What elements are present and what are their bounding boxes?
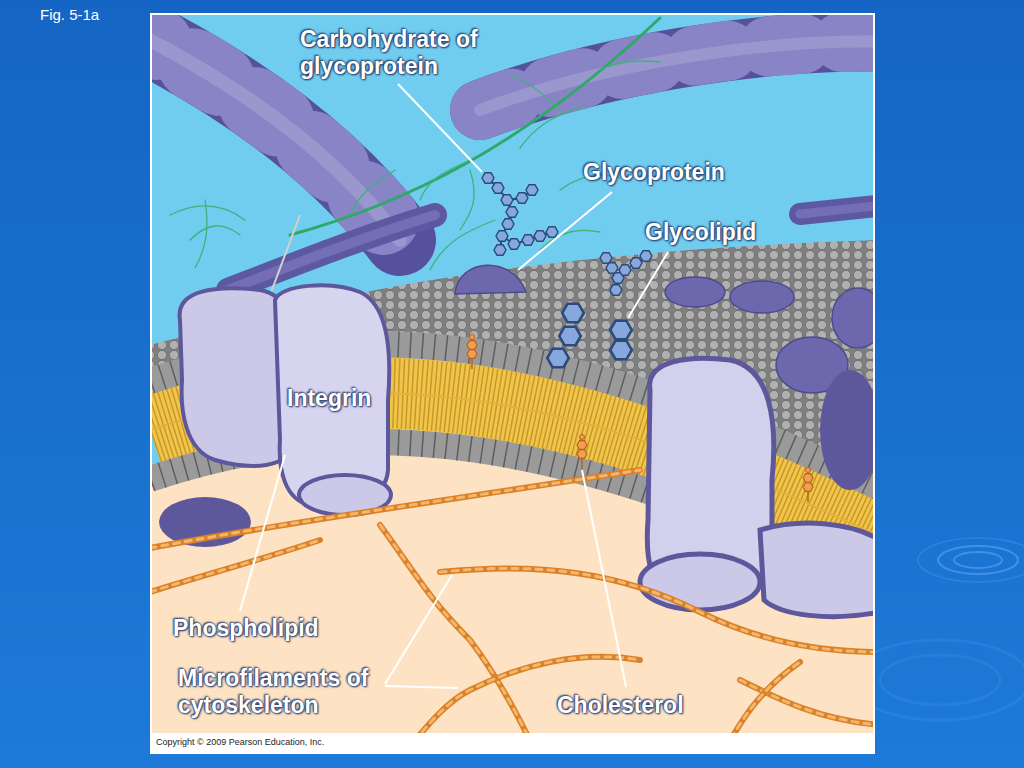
transmembrane-protein [640,358,873,616]
leader-line [518,192,612,270]
green-fiber [510,75,560,110]
carbohydrate-chain [502,219,514,229]
green-fiber [420,160,470,200]
green-fiber [350,170,395,215]
green-fiber [600,61,660,70]
cholesterol-molecule [803,468,813,503]
figure-number: Fig. 5-1a [40,6,99,24]
carbohydrate-chain [522,235,534,245]
callout-label: Integrin [287,385,371,412]
green-fiber [195,200,207,268]
microfilament [152,470,873,733]
microfilament [152,470,640,548]
glycolipid-chain [610,341,632,360]
matrix-fiber [480,42,873,110]
matrix-fiber [800,204,873,214]
microfilament [440,568,873,652]
glycolipid-chain [619,265,631,275]
callout-label: Cholesterol [557,692,684,719]
glycolipid-chain [630,258,642,268]
carbohydrate-chain [494,245,506,255]
leader-line [628,252,668,318]
carbohydrate-chain [501,195,513,205]
carbohydrate-chain [482,173,558,255]
copyright-strip [152,733,873,752]
green-fiber [430,220,495,270]
glycolipid-chain [610,321,632,340]
integrin-protein [270,215,300,295]
callout-label: Glycolipid [645,219,756,246]
slide-background [954,552,1002,568]
glycolipid-chain [547,251,652,368]
glycolipid-chain [600,253,612,263]
green-fiber [290,18,660,235]
matrix-fiber [228,215,435,290]
callout-label: Microfilaments of cytoskeleton [178,665,370,719]
slide-background [918,538,1024,582]
matrix-fiber [228,215,435,290]
carbohydrate-chain [508,239,520,249]
green-fiber [170,18,660,270]
glycolipid-chain [606,263,618,273]
cholesterol-molecule [577,435,587,470]
microfilament [740,680,873,725]
carbohydrate-chain [492,183,504,193]
matrix-fiber [480,42,873,110]
microfilament [720,662,800,733]
carbohydrate-chain [506,207,518,217]
carbohydrate-chain [482,173,494,183]
surface-protein [730,281,794,313]
callout-label: Phospholipid [173,615,319,642]
transmembrane-protein [640,554,760,610]
glycolipid-chain [547,349,569,368]
leader-line [385,686,458,688]
glycoprotein-dome [455,265,526,294]
surface-protein [665,277,725,307]
green-fiber [460,170,474,230]
integrin-protein [275,285,389,506]
microfilament [380,525,540,733]
leader-line [385,575,452,684]
green-fiber [520,105,585,148]
cholesterol-molecule [467,335,477,370]
microfilament [440,568,873,652]
green-fiber [190,226,240,240]
microfilament [380,525,540,733]
leader-line [240,455,285,611]
glycolipid-chain [562,304,584,323]
microfilament [152,540,320,592]
integrin-protein [159,215,391,547]
glycolipid-chain [610,285,622,295]
carbohydrate-chain [534,231,546,241]
microfilament [720,662,800,733]
surface-protein [832,288,873,348]
microfilament [740,680,873,725]
carbohydrate-chain [546,227,558,237]
slide-background [880,655,1000,705]
transmembrane-protein [760,523,873,617]
carbohydrate-chain [526,185,538,195]
cell-membrane [152,15,873,733]
matrix-fiber [800,204,873,214]
matrix-fiber [480,42,873,110]
leader-line [582,470,626,687]
carbohydrate-chain [516,193,528,203]
carbohydrate-chain [496,231,508,241]
leader-line [398,84,482,172]
transmembrane-protein [820,370,873,490]
slide-background [938,546,1018,574]
glycolipid-chain [559,327,581,346]
callout-label: Glycoprotein [583,159,725,186]
copyright-note: Copyright © 2009 Pearson Education, Inc. [156,737,324,748]
slide-background [850,640,1024,720]
microfilament [152,470,640,548]
glycolipid-chain [640,251,652,261]
callout-label: Carbohydrate of glycoprotein [300,26,495,80]
microfilament [152,540,320,592]
